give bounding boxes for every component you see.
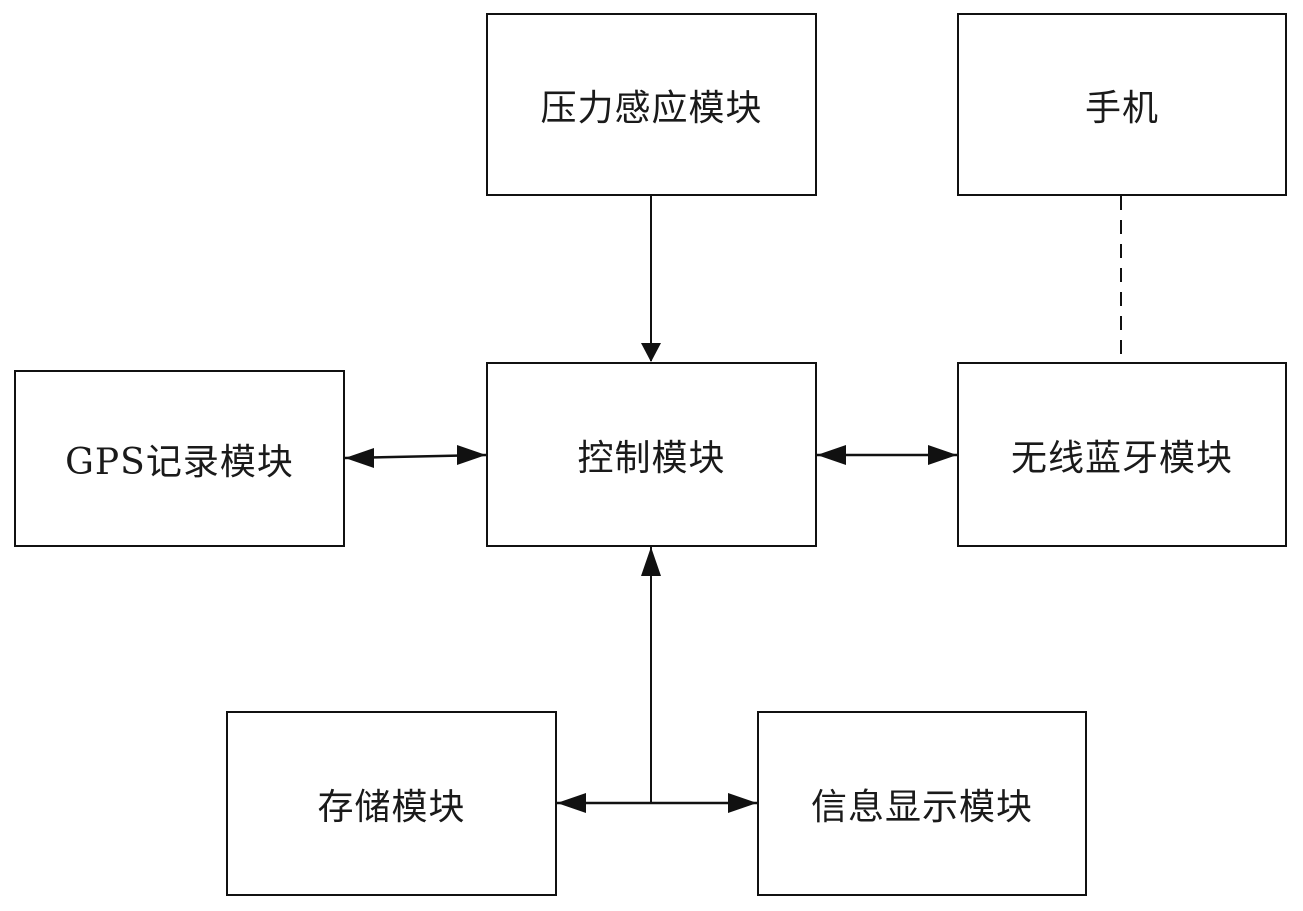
control-bluetooth-arrowhead-left <box>817 445 846 465</box>
info-display-module-label: 信息显示模块 <box>810 786 1033 828</box>
gps-control-arrowhead-left <box>345 448 374 468</box>
control-bluetooth-arrowhead-right <box>928 445 957 465</box>
pressure-sensing-module-box: 压力感应模块 <box>486 13 817 196</box>
pressure-to-control-arrowhead <box>641 343 661 362</box>
gps-control-arrowhead-right <box>457 445 486 465</box>
phone-box: 手机 <box>957 13 1287 196</box>
storage-module-label: 存储模块 <box>317 786 466 828</box>
bus-to-control-arrowhead <box>641 547 661 576</box>
control-module-box: 控制模块 <box>486 362 817 547</box>
pressure-sensing-module-label: 压力感应模块 <box>540 87 763 129</box>
bus-to-storage-arrowhead <box>557 793 586 813</box>
info-display-module-box: 信息显示模块 <box>757 711 1087 896</box>
bus-to-display-arrowhead <box>728 793 757 813</box>
wireless-bluetooth-module-box: 无线蓝牙模块 <box>957 362 1287 547</box>
control-module-label: 控制模块 <box>577 437 726 479</box>
wireless-bluetooth-module-label: 无线蓝牙模块 <box>1010 437 1233 479</box>
storage-module-box: 存储模块 <box>226 711 557 896</box>
gps-recording-module-box: GPS记录模块 <box>14 370 345 547</box>
gps-recording-module-label: GPS记录模块 <box>65 441 294 483</box>
phone-label: 手机 <box>1084 87 1159 129</box>
